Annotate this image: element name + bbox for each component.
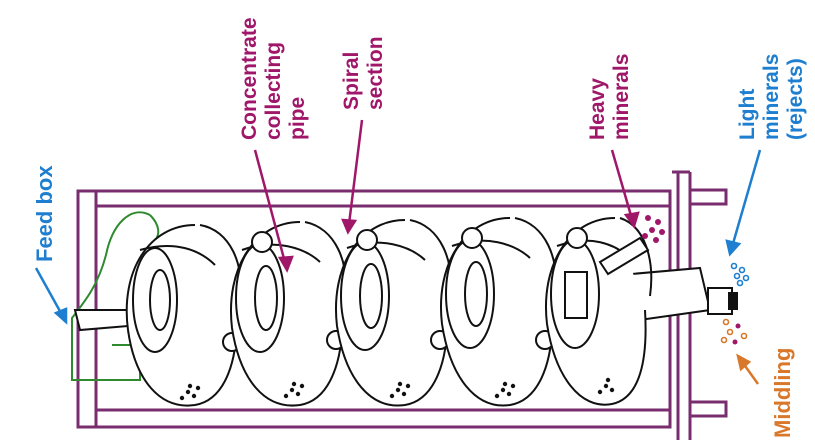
label-middling: Middling — [770, 348, 795, 438]
label-light-line3: (rejects) — [784, 58, 807, 140]
middling-dots — [722, 320, 747, 345]
label-concentrate: Concentrate collecting pipe — [238, 17, 309, 140]
label-heavy-line2: minerals — [610, 54, 633, 140]
label-heavy-line1: Heavy — [586, 78, 609, 140]
label-concentrate-line1: Concentrate — [238, 17, 261, 140]
light-arrow — [730, 150, 760, 254]
heavy-mineral-dots — [642, 215, 665, 243]
label-spiral: Spiral section — [340, 36, 387, 110]
label-concentrate-line2: collecting — [262, 42, 285, 140]
label-heavy: Heavy minerals — [586, 54, 633, 140]
label-feed-box: Feed box — [32, 165, 57, 262]
stand-foot-top — [690, 190, 726, 204]
label-spiral-line2: section — [364, 36, 387, 110]
label-concentrate-line3: pipe — [286, 97, 309, 140]
spiral-arrow — [348, 120, 362, 232]
label-light-line2: minerals — [760, 54, 783, 140]
spiral-turns — [127, 218, 652, 406]
spiral-turn-1 — [127, 225, 241, 406]
light-mineral-dots — [732, 264, 749, 286]
spiral-turn-3 — [336, 220, 451, 406]
spiral-turn-4 — [441, 218, 556, 405]
label-spiral-line1: Spiral — [340, 52, 363, 110]
spiral-turn-2 — [231, 222, 346, 406]
stand-foot-bottom — [690, 402, 726, 416]
label-light: Light minerals (rejects) — [736, 54, 807, 140]
label-light-line1: Light — [736, 89, 759, 140]
